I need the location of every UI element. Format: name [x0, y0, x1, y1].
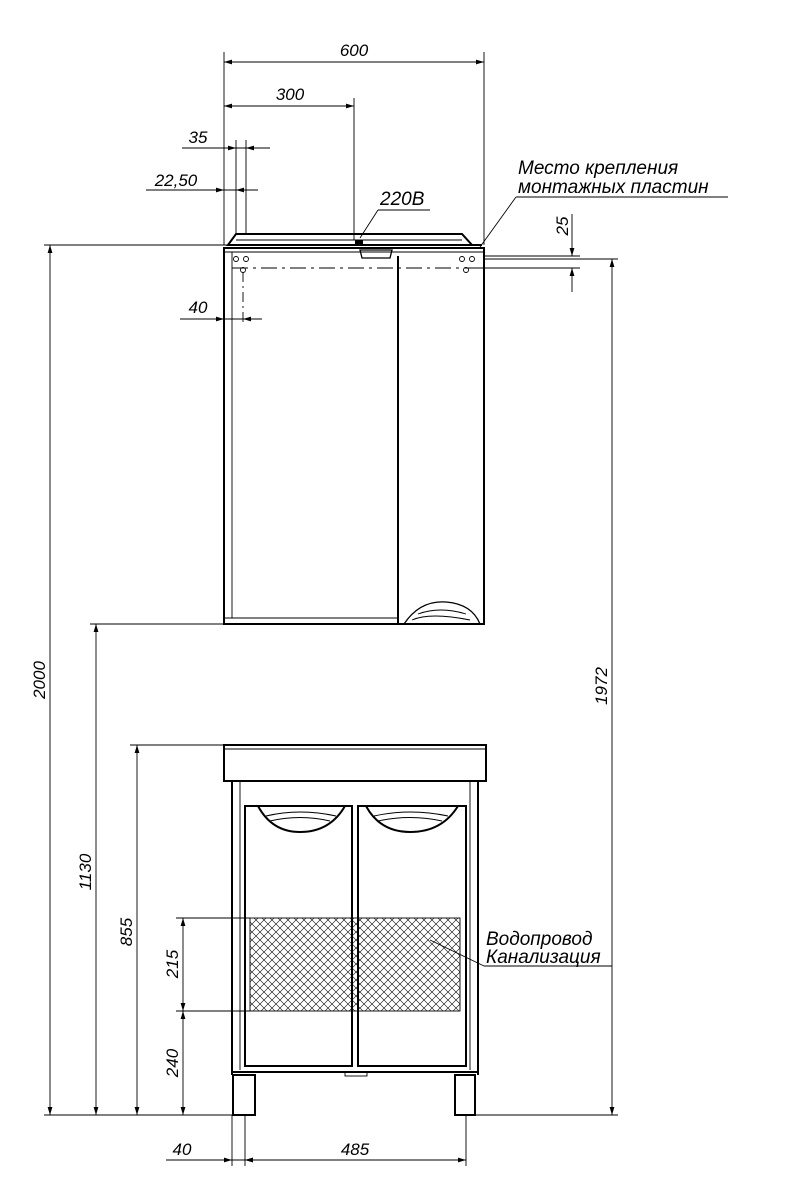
dim-300: 300 — [224, 85, 355, 240]
dim-855: 855 — [117, 744, 224, 1115]
dim-215: 215 — [163, 917, 250, 1012]
dim-215-label: 215 — [163, 949, 182, 979]
dim-22-50: 22,50 — [146, 171, 258, 193]
pipe-callout: Водопровод Канализация — [429, 929, 612, 968]
dim-25-label: 25 — [553, 216, 572, 236]
right-handle-icon — [365, 805, 459, 834]
mount-label-line2: монтажных пластин — [518, 177, 709, 198]
dim-40-upper-label: 40 — [189, 298, 208, 317]
dim-35: 35 — [182, 128, 270, 234]
power-label: 220В — [379, 189, 425, 210]
left-handle-icon — [257, 805, 346, 834]
dim-35-label: 35 — [189, 128, 208, 147]
dim-240: 240 — [163, 1011, 186, 1115]
dim-485: 485 — [245, 1115, 467, 1166]
power-callout: 220В — [359, 189, 430, 239]
mount-callout: Место крепления монтажных пластин — [479, 158, 728, 248]
dim-1130-label: 1130 — [76, 853, 95, 890]
dim-40-upper: 40 — [180, 298, 262, 322]
dim-240-label: 240 — [163, 1048, 182, 1078]
dim-22-50-label: 22,50 — [154, 171, 198, 190]
water-label: Водопровод — [486, 929, 592, 950]
power-socket-icon — [355, 240, 363, 246]
round-shelf-icon — [403, 601, 481, 625]
mirror-cabinet — [223, 233, 485, 625]
dim-600-label: 600 — [340, 41, 369, 60]
mount-label-line1: Место крепления — [518, 158, 678, 179]
dim-2000-label: 2000 — [30, 661, 49, 700]
dim-25: 25 — [480, 214, 580, 292]
right-leg — [454, 1074, 476, 1116]
dim-300-label: 300 — [276, 85, 305, 104]
vanity-unit — [223, 744, 487, 1116]
dim-485-label: 485 — [341, 1140, 370, 1159]
dim-1972-label: 1972 — [592, 667, 611, 705]
dim-40-lower: 40 — [166, 1115, 258, 1166]
dim-1130: 1130 — [76, 623, 224, 1115]
dim-2000: 2000 — [30, 244, 233, 1116]
dim-40-lower-label: 40 — [173, 1140, 192, 1159]
dim-600: 600 — [223, 41, 485, 245]
pipe-zone — [249, 917, 461, 1012]
dim-1972: 1972 — [475, 258, 618, 1116]
dim-855-label: 855 — [117, 917, 136, 946]
left-leg — [232, 1074, 256, 1116]
sewer-label: Канализация — [486, 947, 601, 968]
